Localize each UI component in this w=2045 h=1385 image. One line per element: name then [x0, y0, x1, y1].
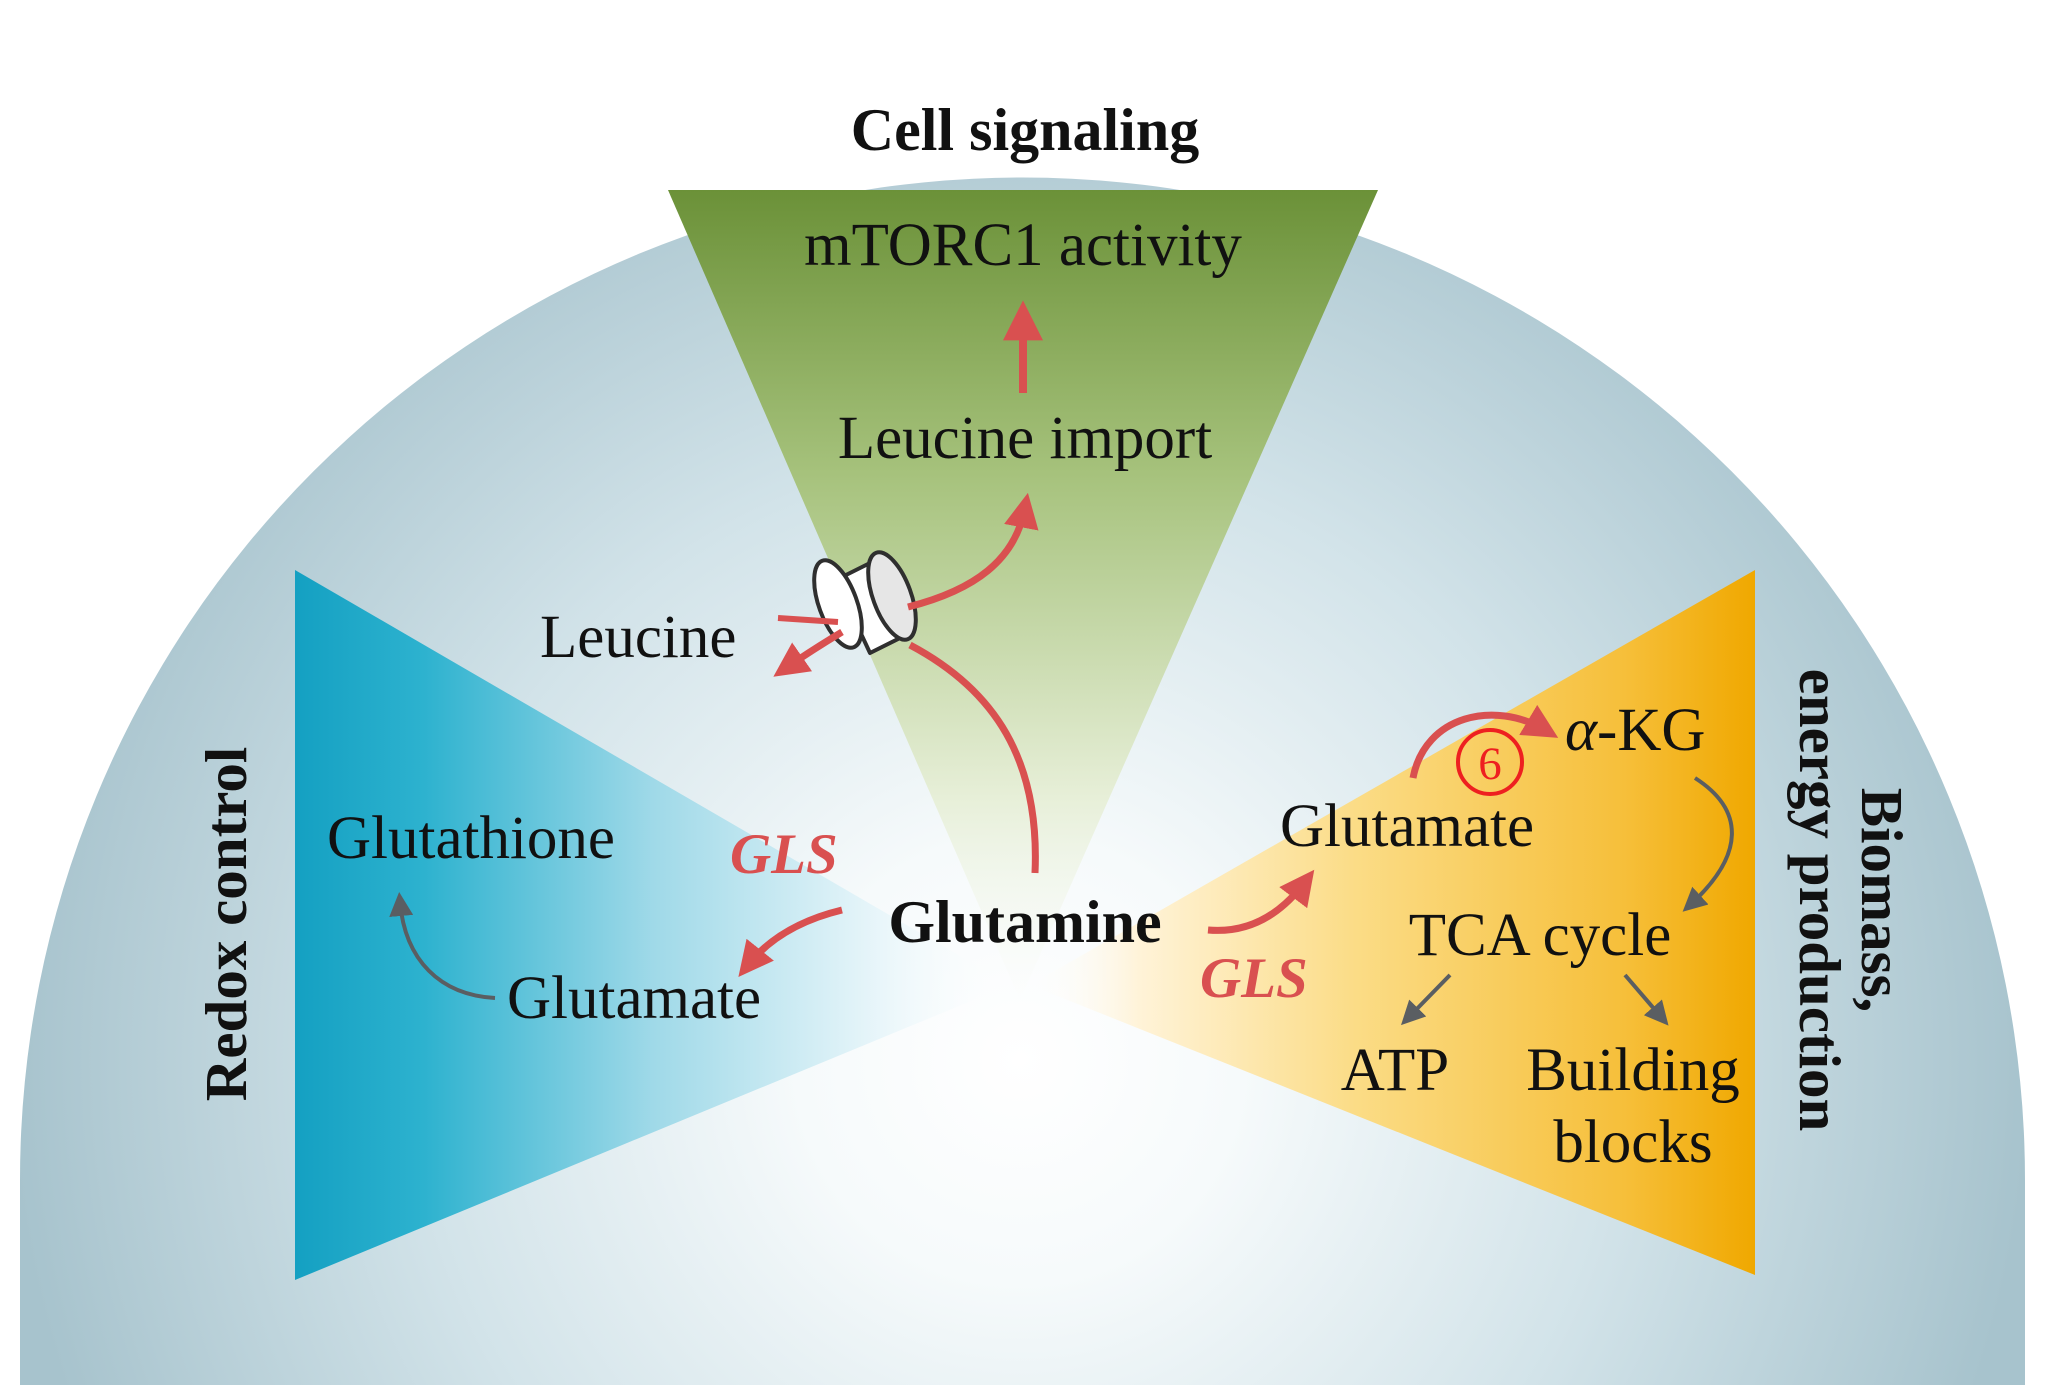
tca-to-building-arrow — [1623, 973, 1669, 1026]
gls-right-label: GLS — [1200, 947, 1308, 1010]
glutamate-left-label: Glutamate — [507, 965, 761, 1032]
leucine-out-arrow — [773, 628, 844, 677]
gls-left-label: GLS — [730, 823, 838, 886]
signaling-wedge — [668, 190, 1378, 1000]
akg-rest: -KG — [1597, 697, 1705, 764]
transporter-to-import-arrow — [907, 492, 1039, 611]
glutamate-right-label: Glutamate — [1280, 793, 1534, 860]
glutathione-label: Glutathione — [327, 805, 615, 872]
akg-label: α-KG — [1565, 697, 1705, 764]
biomass-wedge — [1030, 570, 1755, 1275]
akg-alpha: α — [1565, 697, 1599, 764]
redox-wedge — [295, 570, 1010, 1280]
glutamine-to-transporter-arrow — [908, 641, 1039, 874]
tca-cycle-label: TCA cycle — [1409, 902, 1672, 969]
step-marker: 6 — [1456, 728, 1524, 796]
building-blocks-line2: blocks — [1553, 1109, 1712, 1176]
akg-to-tca-arrow — [1682, 776, 1734, 912]
section-title-signaling: Cell signaling — [851, 97, 1199, 163]
section-title-biomass-line1: Biomass, — [1849, 788, 1915, 1013]
mtorc1-activity-label: mTORC1 activity — [804, 212, 1242, 279]
atp-label: ATP — [1341, 1037, 1449, 1104]
step-marker-number: 6 — [1478, 738, 1502, 790]
glutamine-to-glutamate-left-arrow — [738, 906, 843, 978]
glutamate-to-akg-arrow — [1409, 704, 1559, 779]
building-blocks-line1: Building — [1526, 1037, 1740, 1104]
section-title-redox: Redox control — [193, 747, 259, 1102]
step-marker-circle — [1456, 728, 1524, 796]
glutamate-to-glutathione-arrow — [389, 892, 496, 1000]
tca-to-atp-arrow — [1401, 973, 1452, 1026]
leucine-label: Leucine — [540, 604, 736, 671]
section-title-biomass: Biomass, energy production — [1787, 669, 1915, 1132]
leucine-in-line — [777, 615, 839, 625]
leucine-import-label: Leucine import — [838, 405, 1212, 472]
transporter-cylinder-icon — [812, 550, 918, 655]
glutamine-to-glutamate-right-arrow — [1207, 869, 1315, 934]
glutamine-label: Glutamine — [888, 889, 1161, 955]
section-title-biomass-line2: energy production — [1787, 669, 1853, 1132]
